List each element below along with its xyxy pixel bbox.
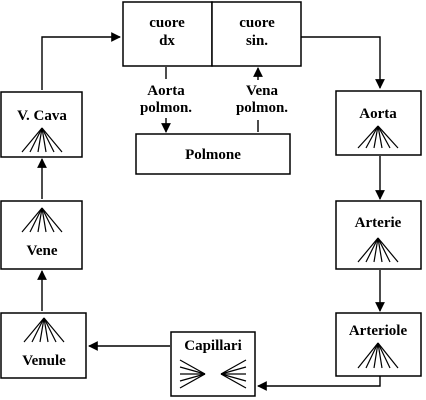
lung-label: Polmone xyxy=(185,147,241,163)
node-capillari: Capillari xyxy=(170,331,256,397)
node-lung: Polmone xyxy=(135,133,291,175)
fan-branch-icon xyxy=(357,125,399,149)
capillari-label: Capillari xyxy=(184,338,242,354)
arteriole-label: Arteriole xyxy=(349,323,408,339)
aorta-label: Aorta xyxy=(359,106,397,122)
pulmonary-artery-label-line2: polmon. xyxy=(140,100,192,116)
vena-cava-label: V. Cava xyxy=(17,108,67,124)
node-arteriole: Arteriole xyxy=(335,312,422,377)
node-arterie: Arterie xyxy=(335,200,422,270)
heart-right-line2: dx xyxy=(159,33,175,49)
node-vena-cava: V. Cava xyxy=(0,91,83,158)
fan-branch-icon xyxy=(21,127,63,153)
arrow-vcava-to-heart xyxy=(41,32,121,90)
node-heart-left: cuore sin. xyxy=(211,1,302,67)
capillary-bed-icon xyxy=(179,359,247,389)
pulmonary-vein-label-line2: polmon. xyxy=(236,100,288,116)
pulmonary-artery-label-line1: Aorta xyxy=(147,83,185,99)
fan-branch-icon xyxy=(21,207,63,233)
node-venule: Venule xyxy=(0,312,87,379)
node-aorta: Aorta xyxy=(335,90,422,156)
heart-left-line2: sin. xyxy=(246,33,268,49)
arterie-label: Arterie xyxy=(355,215,402,231)
fan-branch-icon xyxy=(23,317,65,343)
arrow-arteriole-to-capillari xyxy=(257,376,381,391)
fan-branch-icon xyxy=(357,237,399,263)
heart-left-line1: cuore xyxy=(239,15,275,31)
node-vene: Vene xyxy=(0,200,83,270)
venule-label: Venule xyxy=(22,353,66,369)
node-heart-right: cuore dx xyxy=(122,1,213,67)
vene-label: Vene xyxy=(26,243,57,259)
arrow-heart-to-aorta xyxy=(301,36,385,89)
heart-right-line1: cuore xyxy=(149,15,185,31)
pulmonary-vein-label-line1: Vena xyxy=(246,83,278,99)
fan-branch-icon xyxy=(357,342,399,369)
